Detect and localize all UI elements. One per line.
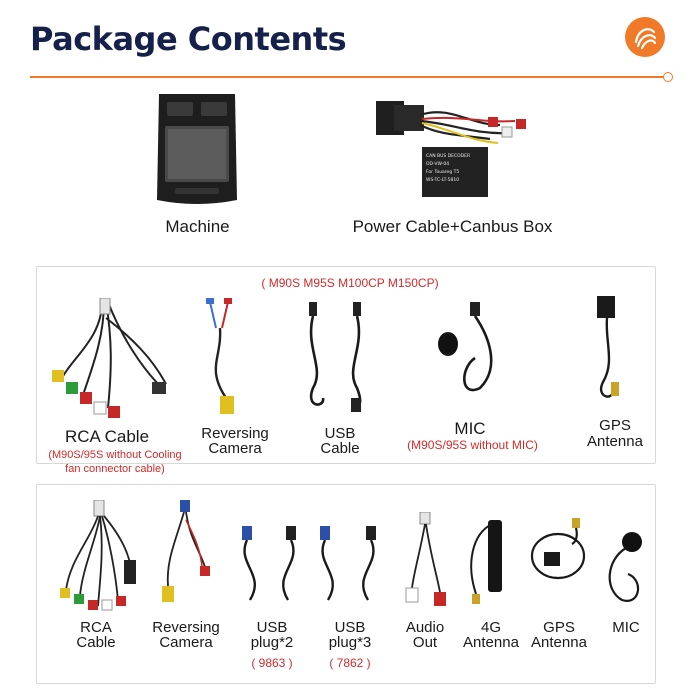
power-cable-canbus-box-image: CAN BUS DECODER OD-VW-04 For Touareg T5 … [376, 101, 526, 197]
audio-out-label-2: Out [412, 634, 438, 651]
audio-out-label-1: Audio [405, 619, 445, 636]
canbus-box-text-2: OD-VW-04 [426, 161, 449, 167]
gps-antenna-2-label-2: Antenna [531, 634, 587, 651]
usb-plug-2-image [242, 526, 296, 601]
usb-plug-2-label-1: USB [256, 619, 288, 636]
gps-antenna-label-1: GPS [599, 417, 631, 434]
rca-cable-note-2: fan connector cable) [65, 463, 165, 475]
reversing-camera-2-label-1: Reversing [152, 619, 220, 636]
canbus-box-text-4: WS-TC-LT-5810 [426, 177, 459, 183]
mic-2-label: MIC [612, 619, 640, 636]
header-divider [30, 76, 664, 78]
rca-cable-2-label-1: RCA [80, 619, 112, 636]
4g-antenna-label-2: Antenna [463, 634, 519, 651]
mic-label: MIC [454, 419, 486, 438]
standard-accessories-box [36, 266, 656, 464]
page-title: Package Contents [30, 20, 347, 58]
usb-plug-3-note: ( 7862 ) [329, 656, 371, 670]
model-note: ( M90S M95S M100CP M150CP) [261, 276, 439, 290]
usb-cable-image [309, 302, 362, 412]
4g-antenna-label-1: 4G [480, 619, 501, 636]
canbus-box-text-3: For Touareg T5 [426, 169, 459, 175]
usb-cable-label-1: USB [324, 425, 356, 442]
reversing-camera-cable-image [206, 298, 234, 414]
audio-out-image [405, 512, 446, 606]
power-cable-canbus-label: Power Cable+Canbus Box [352, 217, 553, 236]
canbus-box-text-1: CAN BUS DECODER [426, 153, 470, 159]
machine-label: Machine [165, 217, 230, 236]
header-divider-dot [663, 72, 673, 82]
reversing-camera-label-2: Camera [208, 440, 262, 457]
rca-cable-image [52, 298, 167, 418]
reversing-camera-2-label-2: Camera [159, 634, 213, 651]
gps-antenna-2-label-1: GPS [543, 619, 575, 636]
gps-antenna-label-2: Antenna [587, 433, 643, 450]
gps-antenna-image [597, 296, 619, 398]
usb-plug-2-label-2: plug*2 [250, 634, 294, 651]
4g-antenna-image [470, 520, 502, 604]
gps-antenna-2-image [530, 518, 586, 580]
model-accessories-box [36, 484, 656, 684]
rca-cable-label: RCA Cable [64, 427, 150, 446]
mic-image [438, 302, 493, 392]
usb-cable-label-2: Cable [320, 440, 360, 457]
rca-cable-2-label-2: Cable [76, 634, 116, 651]
mic-2-image [608, 532, 642, 602]
usb-plug-2-note: ( 9863 ) [251, 656, 293, 670]
reversing-camera-2-image [162, 500, 210, 602]
reversing-camera-label-1: Reversing [201, 425, 269, 442]
usb-plug-3-label-1: USB [334, 619, 366, 636]
rca-cable-2-image [60, 500, 136, 611]
brand-logo-icon [625, 17, 665, 57]
mic-note: (M90S/95S without MIC) [407, 438, 538, 452]
usb-plug-3-image [320, 526, 376, 601]
usb-plug-3-label-2: plug*3 [328, 634, 372, 651]
machine-head-unit-image [157, 94, 237, 204]
rca-cable-note-1: (M90S/95S without Cooling [48, 449, 182, 461]
